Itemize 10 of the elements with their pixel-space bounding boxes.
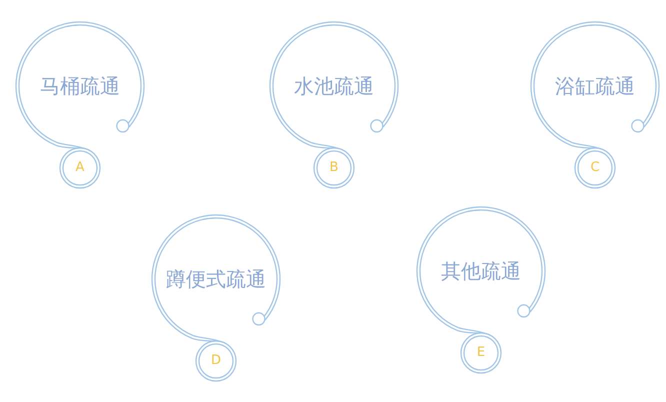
loop-label: 其他疏通 [441,260,521,282]
letter-label: A [76,161,84,175]
loop-label: 浴缸疏通 [555,75,635,97]
letter-label: B [330,161,338,175]
loop-label: 蹲便式疏通 [166,268,266,290]
loop-label: 马桶疏通 [40,75,120,97]
letter-label: E [476,346,486,360]
letter-label: C [590,161,600,175]
loop-label: 水池疏通 [294,75,374,97]
letter-label: D [211,354,221,368]
